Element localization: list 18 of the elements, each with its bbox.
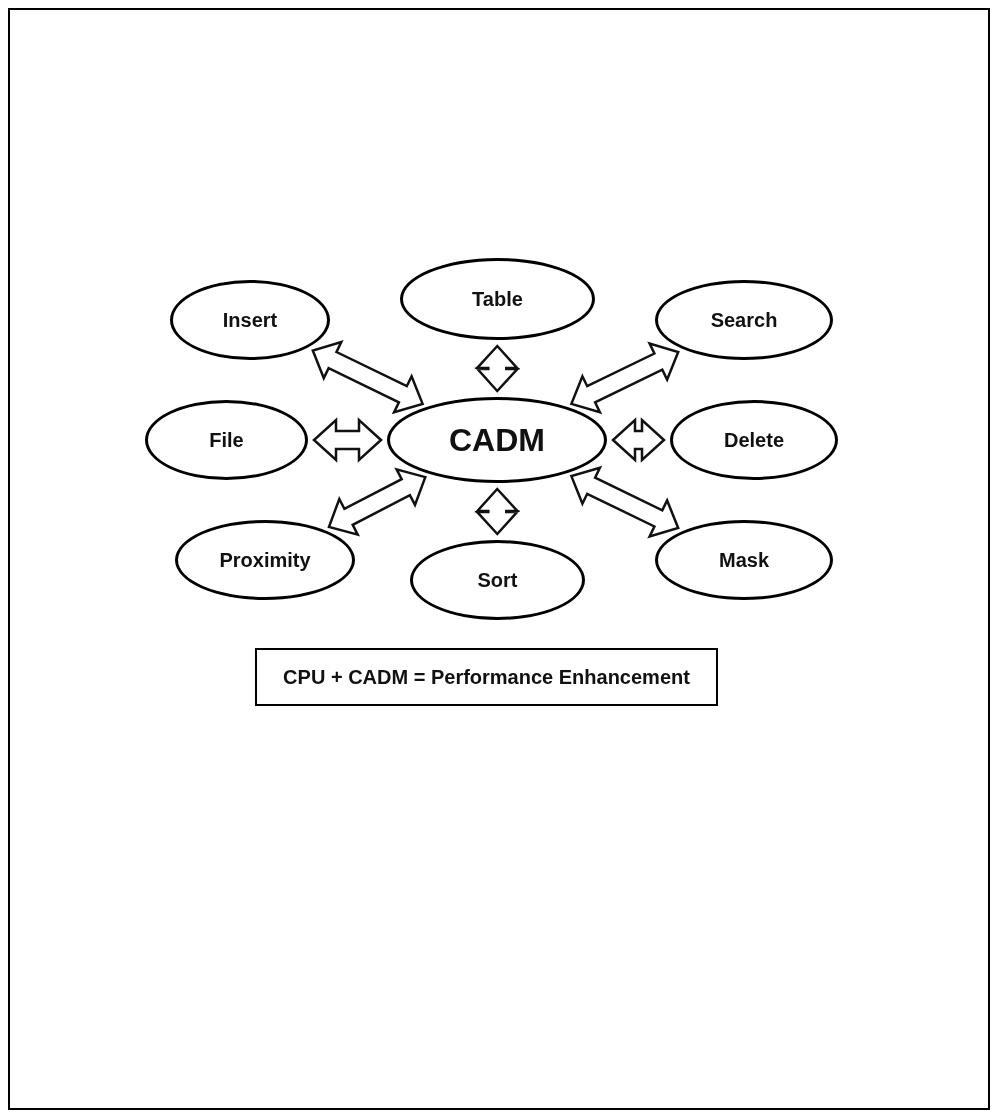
ellipse-node: Table xyxy=(400,258,595,340)
ellipse-node: Mask xyxy=(655,520,833,600)
ellipse-node: File xyxy=(145,400,308,480)
ellipse-node: Insert xyxy=(170,280,330,360)
ellipse-node: Proximity xyxy=(175,520,355,600)
double-arrow xyxy=(569,341,680,415)
ellipse-node: Delete xyxy=(670,400,838,480)
double-arrow xyxy=(327,467,427,537)
double-arrow xyxy=(611,417,666,463)
ellipse-node: Sort xyxy=(410,540,585,620)
double-arrow xyxy=(569,465,680,539)
double-arrow xyxy=(312,417,383,463)
ellipse-node: CADM xyxy=(387,397,607,483)
double-arrow xyxy=(311,340,425,415)
formula-box: CPU + CADM = Performance Enhancement xyxy=(255,648,718,706)
double-arrow xyxy=(474,344,521,393)
double-arrow xyxy=(474,487,521,536)
ellipse-node: Search xyxy=(655,280,833,360)
